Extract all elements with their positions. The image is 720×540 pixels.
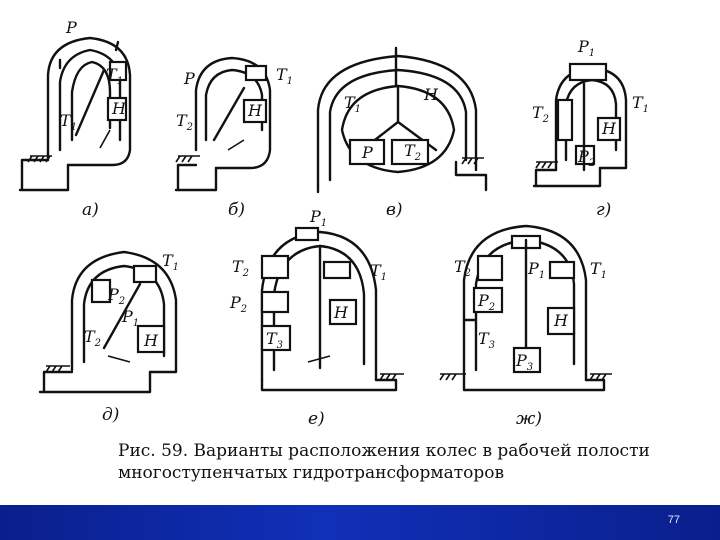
variant-d-label-p2: P2 [107,285,125,307]
variant-b-label-t2: T2 [176,111,193,133]
variant-d-letter: д) [102,405,119,425]
variant-e-label-p2: P2 [229,293,247,315]
variant-v-letter: в) [386,200,403,220]
variant-v-label-t1: T1 [344,93,361,115]
variant-g-label-h: H [601,119,617,138]
variant-zh-label-h: H [553,311,569,330]
variant-b-label-h: H [247,101,263,120]
variant-d-label-t1: T1 [162,251,179,273]
page-number: 77 [667,514,680,526]
footer-bar: 77 [0,505,720,540]
variant-b-scheme: P T1 T2 H б) [174,56,293,220]
variant-zh-label-t3: T3 [478,329,495,351]
variant-g-label-p1: P1 [577,37,595,59]
variant-a-label-t1b: T1 [60,111,77,133]
caption-line-2: многоступенчатых гидротрансформаторов [118,463,505,483]
variant-v-label-h: H [423,85,439,104]
variant-e-label-p1: P1 [309,207,327,229]
variant-a-letter: а) [82,200,99,220]
variant-b-label-t1: T1 [276,65,293,87]
variant-a-label-p: P [65,18,77,37]
variant-b-label-p: P [183,69,195,88]
variant-e-scheme: P1 T2 T1 P2 H T3 е) [229,207,404,429]
variant-g-letter: г) [596,200,611,220]
variant-zh-letter: ж) [516,409,542,429]
variant-a-label-h: H [111,99,127,118]
variant-b-letter: б) [228,200,245,220]
variant-zh-label-t1: T1 [590,259,607,281]
variant-g-label-t2: T2 [532,103,549,125]
variant-d-scheme: T1 P2 P1 T2 H д) [38,250,179,425]
variant-g-scheme: P1 T2 T1 H P2 г) [532,37,649,220]
figure-caption: Рис. 59. Варианты расположения колес в р… [118,440,698,484]
variant-v-label-p: P [361,143,373,162]
variant-e-label-t1: T1 [370,261,387,283]
variant-e-label-t2: T2 [232,257,249,279]
variant-d-label-t2: T2 [84,327,101,349]
variant-zh-label-p1: P1 [527,259,545,281]
variant-v-scheme: T1 H P T2 в) [316,46,488,220]
variant-d-label-h: H [143,331,159,350]
variant-a-scheme: P T1 T1 H а) [18,18,132,220]
variant-g-label-t1: T1 [632,93,649,115]
variant-e-label-h: H [333,303,349,322]
variant-zh-scheme: T2 P1 T1 P2 H T3 P3 ж) [439,224,612,429]
variant-d-label-p1: P1 [121,307,139,329]
caption-line-1: Рис. 59. Варианты расположения колес в р… [118,441,650,461]
hydro-transformer-diagram: P T1 T1 H а) P T1 T2 H б) T1 H P T2 [18,18,649,429]
variant-e-letter: е) [308,409,325,429]
